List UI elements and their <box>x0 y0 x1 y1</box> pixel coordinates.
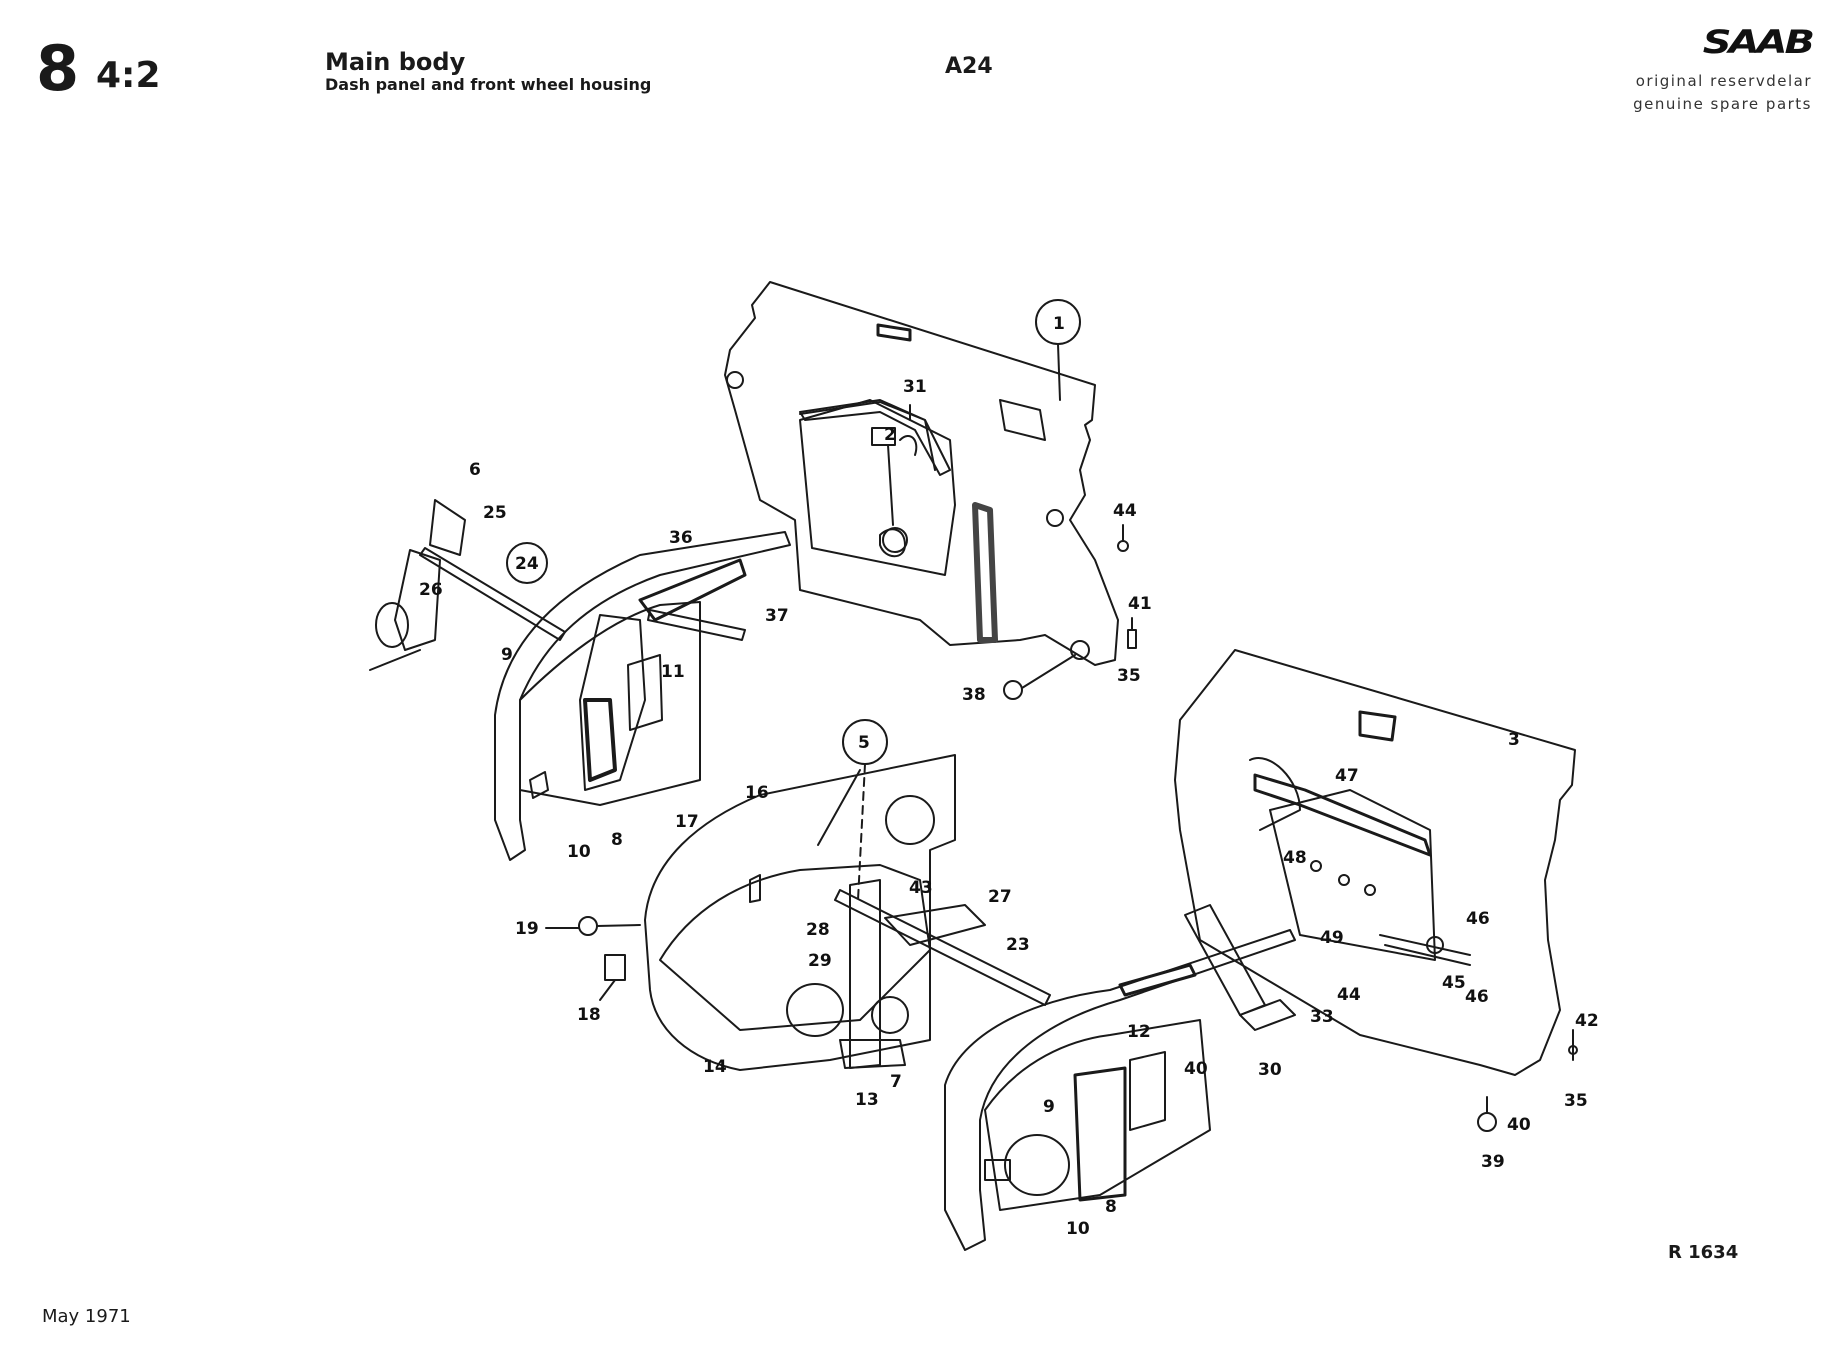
drawing-reference-code: R 1634 <box>1668 1242 1739 1263</box>
callout-8-right: 8 <box>1105 1197 1117 1217</box>
callout-49: 49 <box>1320 928 1344 948</box>
callout-45: 45 <box>1442 973 1466 993</box>
callout-14: 14 <box>703 1057 727 1077</box>
callout-17: 17 <box>675 812 699 832</box>
callout-12: 12 <box>1127 1022 1151 1042</box>
callout-10-right: 10 <box>1066 1219 1090 1239</box>
callout-5: 5 <box>858 733 870 753</box>
callout-18: 18 <box>577 1005 601 1025</box>
saab-logo: SAAB <box>1702 24 1815 61</box>
callout-40-left: 40 <box>1184 1059 1208 1079</box>
page-code: A24 <box>945 54 993 79</box>
page-header: 8 4:2 Main body Dash panel and front whe… <box>0 0 1840 140</box>
page-title: Main body <box>325 48 466 76</box>
callout-37: 37 <box>765 606 789 626</box>
callout-27: 27 <box>988 887 1012 907</box>
callout-2: 2 <box>884 425 896 445</box>
callout-29: 29 <box>808 951 832 971</box>
callout-41: 41 <box>1128 594 1152 614</box>
brand-line-2: genuine spare parts <box>1633 95 1812 114</box>
callout-38: 38 <box>962 685 986 705</box>
brand-block: SAAB original reservdelar genuine spare … <box>1572 24 1815 117</box>
callout-1: 1 <box>1053 314 1065 334</box>
callout-24: 24 <box>515 554 539 574</box>
callout-3: 3 <box>1508 730 1520 750</box>
callout-31: 31 <box>903 377 927 397</box>
callout-19: 19 <box>515 919 539 939</box>
callout-28: 28 <box>806 920 830 940</box>
middle-wheel-housing <box>644 754 956 1071</box>
callout-42: 42 <box>1575 1011 1599 1031</box>
section-number: 8 <box>36 32 80 105</box>
brand-line-1: original reservdelar <box>1635 72 1812 90</box>
callout-48: 48 <box>1283 848 1307 868</box>
callout-9-right: 9 <box>1043 1097 1055 1117</box>
callout-40-right: 40 <box>1507 1115 1531 1135</box>
callout-30: 30 <box>1258 1060 1282 1080</box>
callout-13: 13 <box>855 1090 879 1110</box>
callout-43: 43 <box>909 878 933 898</box>
subsection-number: 4:2 <box>96 55 161 96</box>
callout-44-top: 44 <box>1113 501 1137 521</box>
callout-16: 16 <box>745 783 769 803</box>
callout-33: 33 <box>1310 1007 1334 1027</box>
callout-11: 11 <box>661 662 685 682</box>
callout-8-left: 8 <box>611 830 623 850</box>
callout-46-bottom: 46 <box>1465 987 1489 1007</box>
callout-23: 23 <box>1006 935 1030 955</box>
callout-35-bottom: 35 <box>1564 1091 1588 1111</box>
dash-panel-lower <box>1174 649 1576 1076</box>
callout-39: 39 <box>1481 1152 1505 1172</box>
callout-10-left: 10 <box>567 842 591 862</box>
callout-9-left: 9 <box>501 645 513 665</box>
part-31-strip <box>799 399 951 476</box>
title-block: Main body Dash panel and front wheel hou… <box>325 48 652 95</box>
callout-36: 36 <box>669 528 693 548</box>
dash-panel-upper <box>724 281 1119 666</box>
right-inner-wheel-housing <box>944 929 1296 1251</box>
callout-44-right: 44 <box>1337 985 1361 1005</box>
callout-46-top: 46 <box>1466 909 1490 929</box>
callout-25: 25 <box>483 503 507 523</box>
page-subtitle: Dash panel and front wheel housing <box>325 75 652 95</box>
publication-date: May 1971 <box>42 1306 131 1327</box>
callout-26: 26 <box>419 580 443 600</box>
callout-35-top: 35 <box>1117 666 1141 686</box>
callout-6: 6 <box>469 460 481 480</box>
callout-47: 47 <box>1335 766 1359 786</box>
callout-7: 7 <box>890 1072 902 1092</box>
